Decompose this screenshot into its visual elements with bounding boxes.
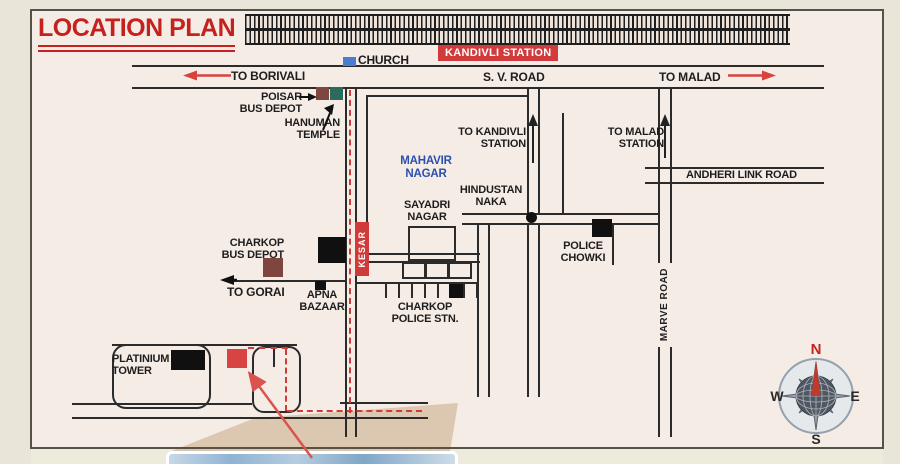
to-kandivli-up-arrow-icon [528, 114, 538, 163]
police-chowki-marker [592, 219, 612, 237]
to-borivali-label: TO BORIVALI [231, 69, 306, 83]
sayadri-block-outline [408, 226, 456, 261]
road-segment [562, 113, 564, 213]
road-segment [366, 95, 527, 97]
building-outline [402, 262, 426, 279]
road-segment [132, 65, 824, 67]
route-dashed-line [248, 347, 288, 349]
to-malad-label: TO MALAD [659, 70, 721, 84]
site-pointer-arrow-icon [247, 370, 314, 459]
to-malad-stn-up-arrow-icon [660, 114, 670, 158]
road-segment [72, 417, 428, 419]
road-segment [112, 344, 297, 346]
map-background [31, 10, 883, 447]
railway-track-icon [245, 14, 790, 30]
plot-row-outline [385, 283, 478, 298]
poisar-pointer-arrow-icon [300, 93, 317, 101]
to-malad-arrow-icon [728, 70, 776, 81]
compass-east-label: E [850, 388, 859, 404]
police-chowki-label: POLICE CHOWKI [560, 240, 606, 265]
compass-rose-icon: N W E S [770, 341, 859, 447]
road-segment [72, 403, 252, 405]
route-dashed-line [349, 90, 351, 413]
platinium-tower-label: PLATINIUM TOWER [112, 353, 170, 378]
apna-bazaar-label: APNA BAZAAR [299, 289, 345, 314]
road-segment [645, 182, 824, 184]
apna-bazaar-marker [315, 281, 326, 290]
to-kandivli-station-label: TO KANDIVLI STATION [458, 126, 526, 151]
road-segment [538, 223, 540, 397]
charkop-police-stn-marker [449, 284, 463, 298]
road-segment [645, 167, 824, 169]
charkop-bus-depot-marker [263, 258, 283, 277]
compass-west-label: W [770, 388, 784, 404]
railway-track-icon [245, 29, 790, 45]
poisar-bus-depot-marker [316, 87, 329, 100]
charkop-bus-depot-label: CHARKOP BUS DEPOT [221, 237, 285, 262]
building-block-marker [318, 237, 346, 263]
site-location-marker [227, 349, 247, 368]
route-dashed-line [287, 410, 422, 412]
road-segment [477, 223, 479, 397]
tower-road-loop [112, 344, 211, 409]
road-segment [527, 88, 529, 213]
hindustan-naka-label: HINDUSTAN NAKA [459, 184, 523, 209]
compass-south-label: S [811, 431, 820, 447]
road-segment [538, 88, 540, 213]
sv-road-label: S. V. ROAD [483, 70, 545, 84]
church-label: CHURCH [358, 53, 409, 67]
road-segment [670, 88, 672, 437]
to-malad-station-label: TO MALAD STATION [607, 126, 664, 151]
platinium-tower-marker [171, 350, 205, 370]
road-segment [230, 280, 346, 282]
page-title: LOCATION PLAN [38, 14, 236, 52]
kesar-road-label: KESAR [357, 230, 367, 268]
road-segment [527, 223, 529, 397]
hanuman-temple-marker [330, 87, 343, 100]
hindustan-naka-junction-dot [526, 212, 537, 223]
road-segment [488, 223, 490, 397]
to-gorai-arrow-icon [220, 275, 237, 285]
route-dashed-line [285, 349, 287, 411]
church-marker [343, 57, 356, 66]
building-outline [425, 262, 449, 279]
marve-road-label: MARVE ROAD [656, 263, 672, 347]
road-segment [658, 88, 660, 437]
hanuman-pointer-arrow-icon [322, 104, 334, 131]
building-outline [448, 262, 472, 279]
road-segment [366, 95, 368, 253]
andheri-link-road-label: ANDHERI LINK ROAD [686, 169, 797, 181]
charkop-police-stn-label: CHARKOP POLICE STN. [391, 301, 459, 326]
kesar-road-badge: KESAR [355, 222, 369, 276]
road-segment [273, 347, 275, 367]
photo-inset-image [169, 454, 455, 464]
road-segment [462, 213, 658, 215]
road-segment [340, 402, 428, 404]
road-segment [612, 223, 614, 265]
compass-north-label: N [811, 341, 822, 358]
sayadri-nagar-label: SAYADRI NAGAR [403, 199, 451, 224]
road-segment [132, 87, 824, 89]
mahavir-nagar-label: MAHAVIR NAGAR [400, 155, 452, 180]
kandivli-station-badge: KANDIVLI STATION [438, 45, 559, 61]
to-borivali-arrow-icon [183, 70, 231, 81]
road-segment [345, 88, 347, 437]
road-segment [357, 253, 480, 255]
road-segment [462, 223, 658, 225]
to-gorai-label: TO GORAI [227, 285, 285, 299]
poisar-bus-depot-label: POISAR BUS DEPOT [239, 91, 303, 116]
